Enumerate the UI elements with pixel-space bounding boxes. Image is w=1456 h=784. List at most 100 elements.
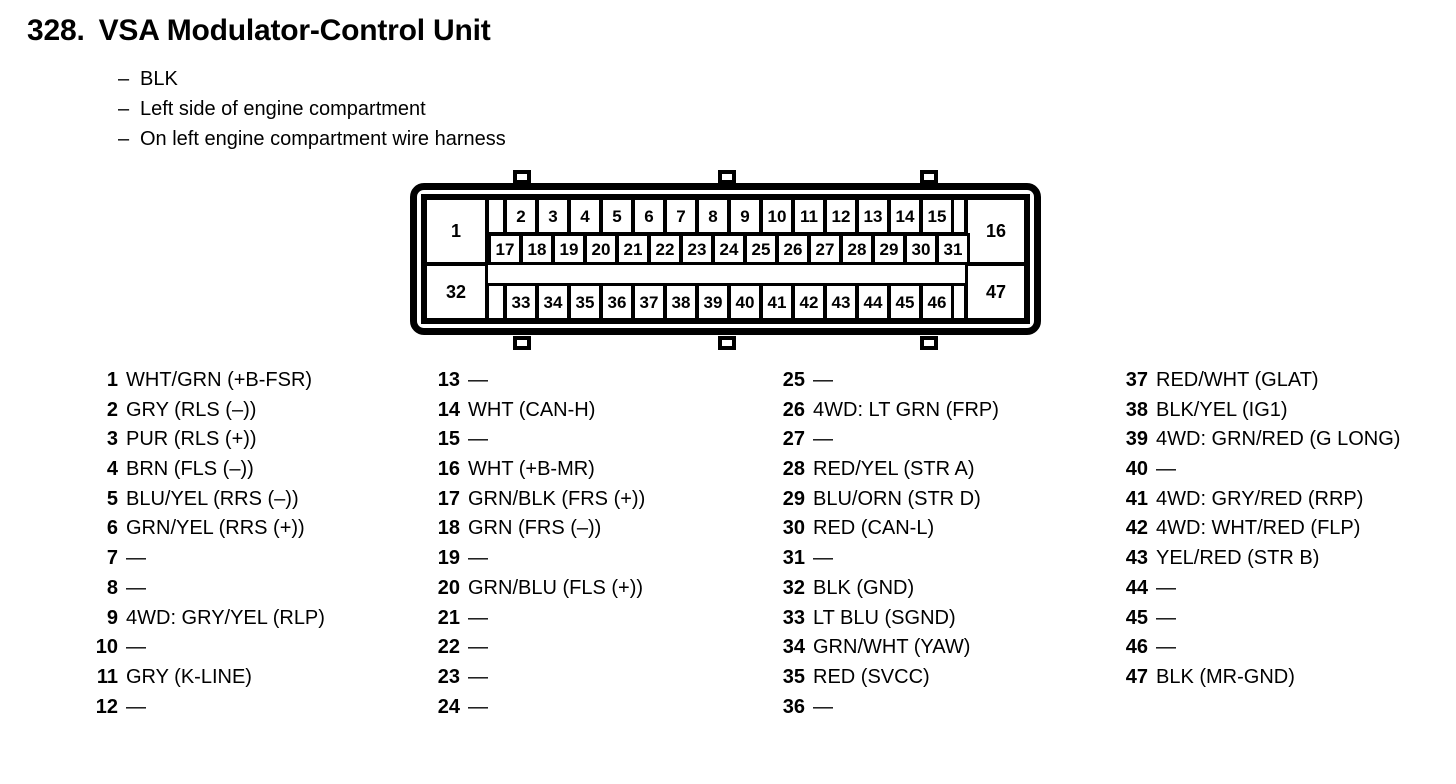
connector-pin-23: 23 — [680, 233, 714, 265]
pin-description: GRY (K-LINE) — [126, 665, 252, 688]
connector-blank-bottom-left — [486, 283, 506, 321]
pin-description: RED (SVCC) — [813, 665, 930, 688]
page-title-number: 328. — [27, 14, 85, 47]
pin-number: 24 — [437, 695, 460, 718]
mounting-tab-bottom-right — [920, 336, 938, 350]
connector-pin-22: 22 — [648, 233, 682, 265]
pin-number: 43 — [1125, 547, 1148, 570]
pin-row: 20 GRN/BLU (FLS (+)) — [430, 574, 645, 604]
connector-pin-30: 30 — [904, 233, 938, 265]
pin-description: — — [468, 369, 488, 391]
pin-number: 40 — [1125, 458, 1148, 481]
pin-row: 3 PUR (RLS (+)) — [88, 425, 325, 455]
pin-row: 31— — [775, 544, 999, 574]
note-line-1: –BLK — [118, 64, 506, 94]
connector-pin-6: 6 — [632, 197, 666, 235]
pin-number: 15 — [437, 428, 460, 451]
pin-row: 7— — [88, 544, 325, 574]
pin-number: 34 — [782, 636, 805, 659]
pin-description: — — [126, 695, 146, 718]
pin-number: 33 — [782, 606, 805, 629]
connector-pin-10: 10 — [760, 197, 794, 235]
connector-pin-35: 35 — [568, 283, 602, 321]
pin-number: 20 — [437, 576, 460, 599]
pin-number: 47 — [1125, 665, 1148, 688]
pin-description: LT BLU (SGND) — [813, 606, 956, 629]
pin-row: 24 — — [430, 693, 645, 723]
pin-description: BLU/ORN (STR D) — [813, 487, 981, 510]
pin-description: GRN (FRS (–)) — [468, 517, 602, 540]
pin-description: — — [468, 695, 488, 718]
connector-pin-31: 31 — [936, 233, 970, 265]
pin-row: 44— — [1118, 574, 1400, 604]
pin-description: 4WD: GRN/RED (G LONG) — [1156, 428, 1401, 451]
pin-description: — — [126, 547, 146, 570]
pin-row: 15— — [430, 425, 645, 455]
pin-description: GRN/YEL (RRS (+)) — [126, 517, 305, 540]
pin-description: — — [1156, 458, 1176, 481]
pin-description: — — [813, 547, 833, 570]
connector-pin-41: 41 — [760, 283, 794, 321]
pin-description: GRN/BLU (FLS (+)) — [468, 576, 644, 599]
connector-pin-4: 4 — [568, 197, 602, 235]
pin-row: 25— — [775, 366, 999, 396]
note-dash-icon: – — [118, 128, 130, 150]
pin-description: — — [468, 606, 488, 629]
note-text-3: On left engine compartment wire harness — [140, 128, 506, 150]
pin-number: 12 — [95, 695, 118, 718]
mounting-tab-top-center — [718, 170, 736, 184]
connector-pin-32: 32 — [424, 263, 488, 321]
connector-pin-37: 37 — [632, 283, 666, 321]
pin-description: — — [468, 547, 488, 570]
pin-number: 21 — [437, 606, 460, 629]
pin-description: — — [813, 428, 833, 451]
pin-number: 26 — [782, 398, 805, 421]
mounting-tab-bottom-left — [513, 336, 531, 350]
connector-pin-36: 36 — [600, 283, 634, 321]
connector-pin-27: 27 — [808, 233, 842, 265]
connector-pin-46: 46 — [920, 283, 954, 321]
connector-pin-12: 12 — [824, 197, 858, 235]
connector-pin-20: 20 — [584, 233, 618, 265]
pin-description: WHT (CAN-H) — [468, 398, 596, 421]
pin-number: 3 — [106, 428, 118, 451]
connector-pin-16: 16 — [965, 197, 1027, 265]
connector-pin-5: 5 — [600, 197, 634, 235]
pin-number: 37 — [1125, 369, 1148, 391]
connector-pin-24: 24 — [712, 233, 746, 265]
pin-number: 1 — [106, 369, 118, 391]
pin-description: BLU/YEL (RRS (–)) — [126, 487, 299, 510]
pin-description: RED/YEL (STR A) — [813, 458, 975, 481]
note-text-2: Left side of engine compartment — [140, 98, 426, 120]
pin-row: 23— — [430, 663, 645, 693]
connector-pin-28: 28 — [840, 233, 874, 265]
pin-number: 25 — [782, 369, 805, 391]
pin-description: 4WD: GRY/YEL (RLP) — [126, 606, 325, 629]
connector-pin-2: 2 — [504, 197, 538, 235]
pin-number: 32 — [782, 576, 805, 599]
notes-list: –BLK –Left side of engine compartment –O… — [118, 64, 506, 154]
pin-description: PUR (RLS (+)) — [126, 428, 257, 451]
mounting-tab-top-left — [513, 170, 531, 184]
pin-number: 2 — [106, 398, 118, 421]
pin-number: 45 — [1125, 606, 1148, 629]
note-dash-icon: – — [118, 68, 130, 90]
pin-number: 11 — [96, 665, 118, 688]
connector-pin-33: 33 — [504, 283, 538, 321]
mounting-tab-bottom-center — [718, 336, 736, 350]
